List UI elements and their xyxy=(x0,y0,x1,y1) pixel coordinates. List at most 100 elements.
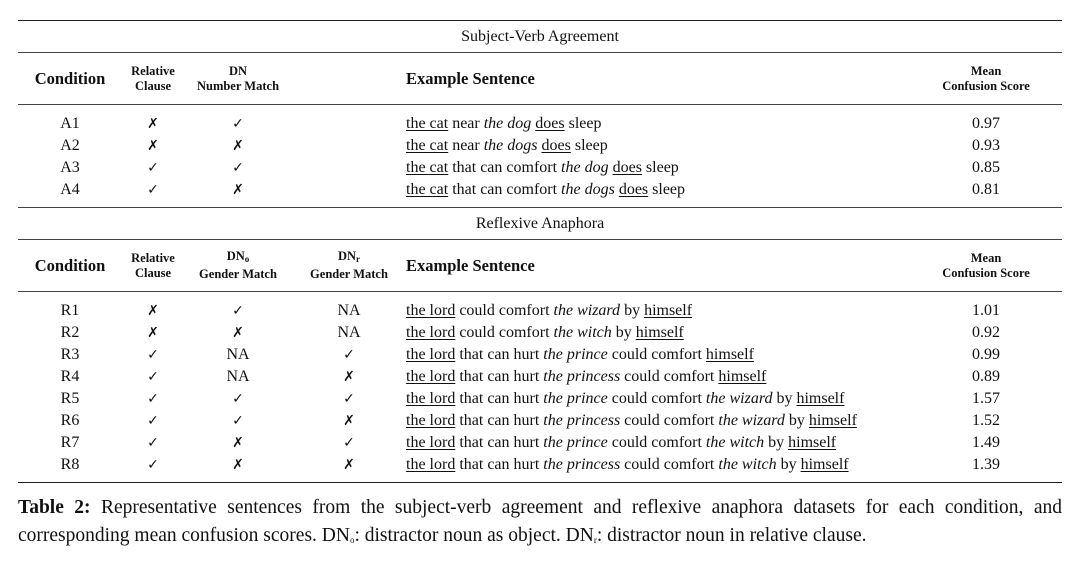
underlined-word: the lord xyxy=(406,412,456,429)
sentence-text: near xyxy=(448,115,484,132)
sva-section: Subject-Verb Agreement Condition Relativ… xyxy=(18,20,1063,105)
sentence-text: sleep xyxy=(570,137,608,154)
ra-dno-cell: ✓ xyxy=(184,292,292,323)
sentence-text: that can hurt xyxy=(455,346,544,363)
cross-icon: ✗ xyxy=(343,457,355,473)
ra-header-row: Condition Relative Clause DNo Gender Mat… xyxy=(18,239,1063,292)
underlined-word: himself xyxy=(788,434,837,451)
table-row: A4✓✗the cat that can comfort the dogs do… xyxy=(18,179,1062,208)
sva-section-title: Subject-Verb Agreement xyxy=(461,27,619,45)
distractor-noun: the wizard xyxy=(718,412,785,429)
check-icon: ✓ xyxy=(147,160,159,176)
sva-header-dn-number-match: DN Number Match xyxy=(196,63,280,93)
example-sentence: the cat near the dog does sleep xyxy=(406,105,910,136)
sentence-text: by xyxy=(764,434,789,451)
ra-dnr-cell: ✗ xyxy=(292,454,406,483)
sentence-text: could comfort xyxy=(620,412,719,429)
caption-label: Table 2: xyxy=(18,497,91,518)
caption-text-1: Representative sentences from the subjec… xyxy=(18,497,1062,546)
underlined-word: does xyxy=(535,115,565,132)
example-sentence: the lord that can hurt the princess coul… xyxy=(406,410,910,432)
score-cell: 1.01 xyxy=(972,302,1001,319)
example-sentence: the lord could comfort the wizard by him… xyxy=(406,292,910,323)
check-icon: ✓ xyxy=(147,413,159,429)
score-cell: 0.92 xyxy=(972,324,1001,341)
sentence-text: could comfort xyxy=(607,434,706,451)
check-icon: ✓ xyxy=(343,435,355,451)
score-cell: 1.49 xyxy=(972,434,1001,451)
cross-icon: ✗ xyxy=(147,303,159,319)
underlined-word: the lord xyxy=(406,346,456,363)
score-cell: 0.99 xyxy=(972,346,1001,363)
underlined-word: the cat xyxy=(406,159,449,176)
example-sentence: the cat that can comfort the dog does sl… xyxy=(406,157,910,179)
underlined-word: himself xyxy=(796,390,845,407)
ra-dno-cell: NA xyxy=(184,344,292,366)
example-sentence: the cat near the dogs does sleep xyxy=(406,135,910,157)
ra-dnr-cell: ✓ xyxy=(292,388,406,410)
ra-rc-cell: ✓ xyxy=(122,410,184,432)
ra-header-relative-clause: Relative Clause xyxy=(131,250,175,280)
ra-header-condition: Condition xyxy=(34,255,106,275)
sentence-text: by xyxy=(784,412,809,429)
sva-header-row: Condition Relative Clause DN Number Matc… xyxy=(18,52,1063,105)
sva-dn-cell: ✓ xyxy=(184,157,292,179)
check-icon: ✓ xyxy=(232,116,244,132)
sentence-text: that can hurt xyxy=(455,390,544,407)
score-cell: 0.85 xyxy=(972,159,1001,176)
empty-cell xyxy=(292,179,406,208)
check-icon: ✓ xyxy=(232,303,244,319)
ra-dnr-cell: ✓ xyxy=(292,344,406,366)
check-icon: ✓ xyxy=(232,391,244,407)
check-icon: ✓ xyxy=(147,347,159,363)
underlined-word: does xyxy=(618,181,649,198)
results-table-container: Subject-Verb Agreement Condition Relativ… xyxy=(18,20,1063,483)
cross-icon: ✗ xyxy=(147,325,159,341)
example-sentence: the lord that can hurt the prince could … xyxy=(406,388,910,410)
distractor-noun: the wizard xyxy=(553,302,621,319)
ra-rc-cell: ✓ xyxy=(122,344,184,366)
distractor-noun: the prince xyxy=(543,434,608,451)
score-cell: 0.81 xyxy=(972,181,1001,198)
score-cell: 1.52 xyxy=(972,412,1001,429)
condition-cell: R8 xyxy=(60,456,80,473)
condition-cell: R6 xyxy=(60,412,80,429)
sentence-text: could comfort xyxy=(607,346,706,363)
ra-dno-cell: ✓ xyxy=(184,410,292,432)
ra-dno-cell: NA xyxy=(184,366,292,388)
distractor-noun: the witch xyxy=(553,324,612,341)
ra-rc-cell: ✗ xyxy=(122,292,184,323)
sva-header-relative-clause: Relative Clause xyxy=(131,63,175,93)
underlined-word: the lord xyxy=(406,324,456,341)
ra-dno-cell: ✓ xyxy=(184,388,292,410)
check-icon: ✓ xyxy=(147,369,159,385)
sva-dn-cell: ✗ xyxy=(184,135,292,157)
ra-rc-cell: ✓ xyxy=(122,388,184,410)
ra-dnr-value: NA xyxy=(337,324,361,341)
condition-cell: R7 xyxy=(60,434,80,451)
ra-dno-value: NA xyxy=(226,346,250,363)
table-row: R8✓✗✗the lord that can hurt the princess… xyxy=(18,454,1062,483)
condition-cell: R4 xyxy=(60,368,80,385)
example-sentence: the cat that can comfort the dogs does s… xyxy=(406,179,910,208)
table-row: R3✓NA✓the lord that can hurt the prince … xyxy=(18,344,1062,366)
condition-cell: A4 xyxy=(60,181,80,198)
caption-text-3: : distractor noun in relative clause. xyxy=(596,525,867,546)
underlined-word: the lord xyxy=(406,456,456,473)
score-cell: 1.39 xyxy=(972,456,1001,473)
sentence-text: that can hurt xyxy=(455,368,544,385)
cross-icon: ✗ xyxy=(232,138,244,154)
score-cell: 0.97 xyxy=(972,115,1001,132)
example-sentence: the lord that can hurt the princess coul… xyxy=(406,366,910,388)
check-icon: ✓ xyxy=(147,457,159,473)
distractor-noun: the dogs xyxy=(483,137,538,154)
distractor-noun: the prince xyxy=(543,346,608,363)
table-row: R4✓NA✗the lord that can hurt the princes… xyxy=(18,366,1062,388)
distractor-noun: the princess xyxy=(543,368,621,385)
example-sentence: the lord could comfort the witch by hims… xyxy=(406,322,910,344)
underlined-word: the cat xyxy=(406,137,449,154)
